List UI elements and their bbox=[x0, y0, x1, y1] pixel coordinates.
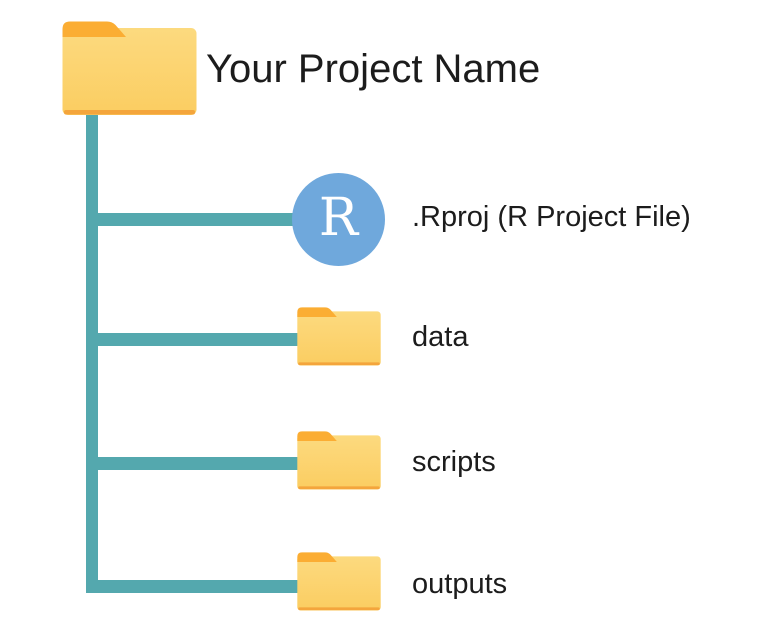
tree-branch-outputs bbox=[86, 580, 312, 593]
folder-icon bbox=[297, 307, 381, 366]
r-project-icon: R bbox=[292, 173, 385, 266]
node-label-rproj: .Rproj (R Project File) bbox=[412, 201, 691, 233]
r-letter: R bbox=[318, 187, 359, 248]
node-label-outputs: outputs bbox=[412, 568, 508, 600]
tree-branch-rproj bbox=[86, 213, 302, 226]
root-folder-label: Your Project Name bbox=[206, 47, 541, 91]
tree-branch-scripts bbox=[86, 457, 312, 470]
folder-icon bbox=[62, 21, 197, 115]
folder-icon bbox=[297, 431, 381, 490]
folder-icon bbox=[297, 552, 381, 611]
node-label-data: data bbox=[412, 321, 469, 353]
tree-branch-data bbox=[86, 333, 312, 346]
node-label-scripts: scripts bbox=[412, 446, 496, 478]
tree-trunk-line bbox=[86, 110, 98, 593]
